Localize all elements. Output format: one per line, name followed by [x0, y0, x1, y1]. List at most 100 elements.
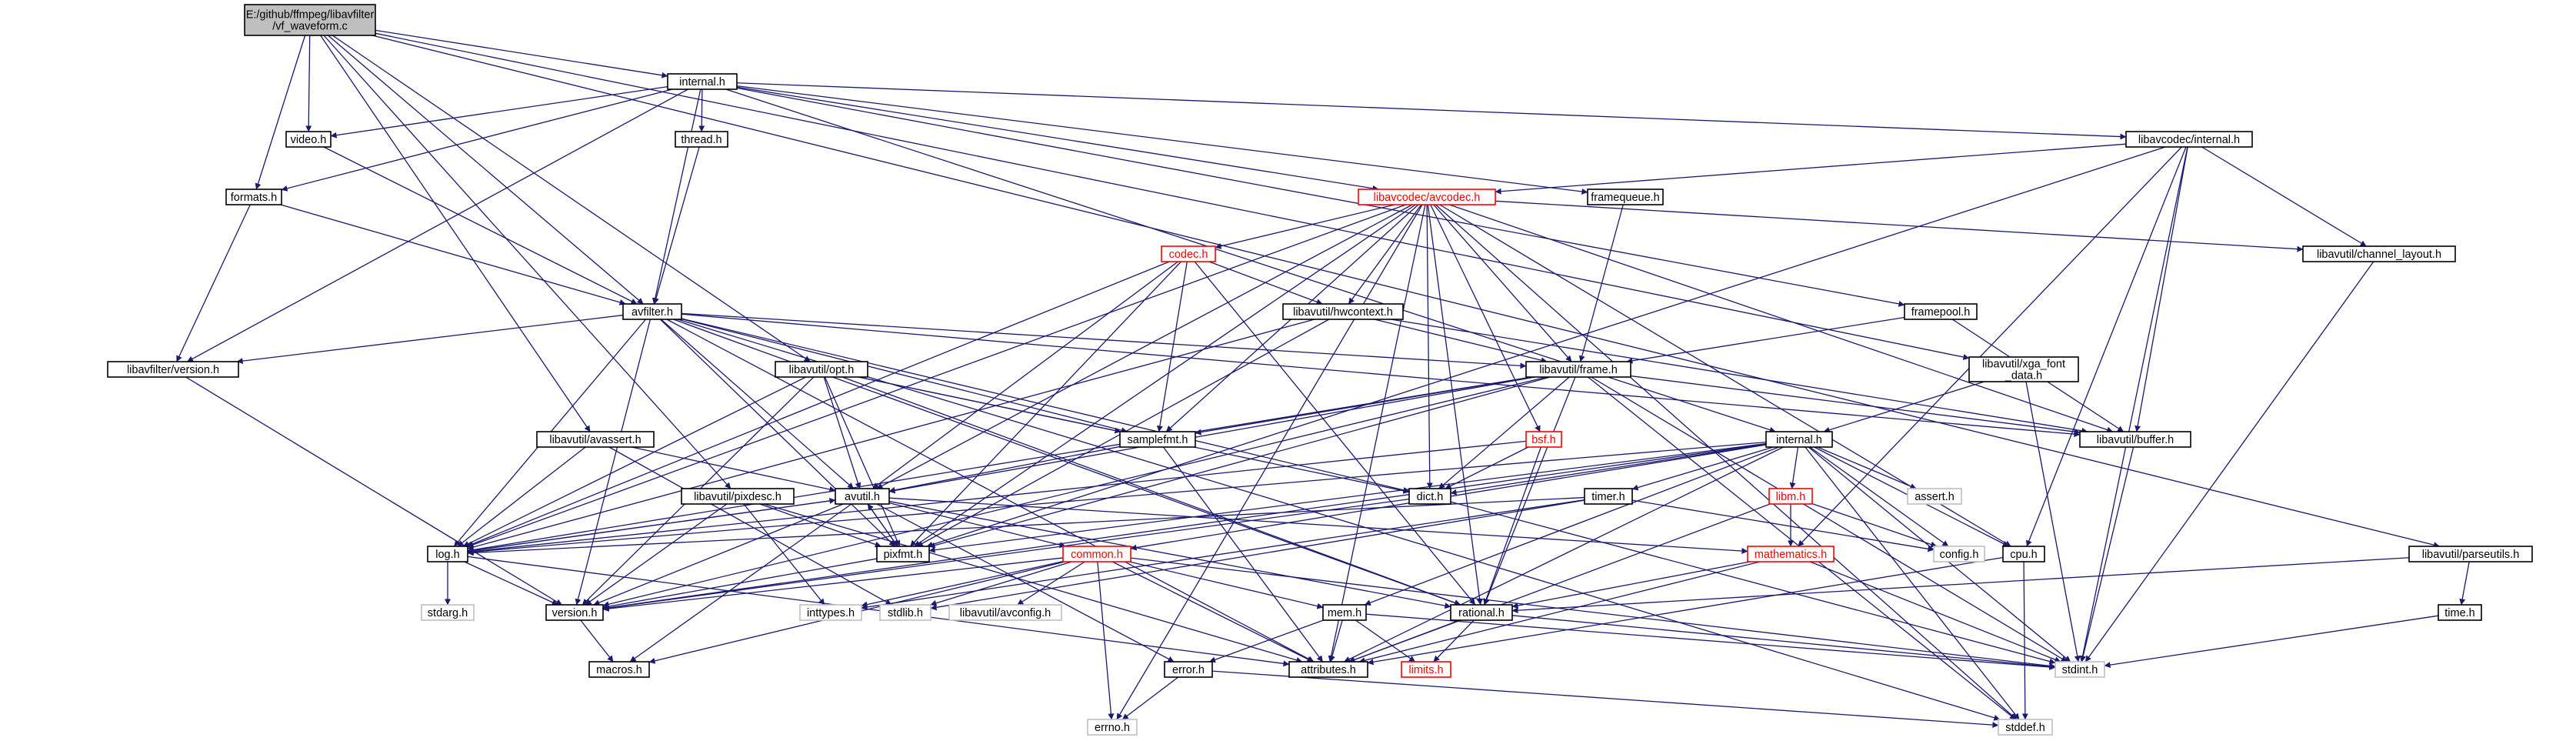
node-label: libavutil/avassert.h — [549, 434, 641, 446]
node-box — [948, 604, 1062, 621]
edge-framequeue_h-to-frame_h — [1578, 204, 1624, 362]
node-samplefmt-h[interactable]: samplefmt.h — [1119, 431, 1196, 448]
node-framequeue-h[interactable]: framequeue.h — [1587, 189, 1664, 205]
node-log-h[interactable]: log.h — [427, 546, 468, 562]
node-version-h[interactable]: version.h — [545, 604, 604, 621]
edge-avfilter_h-to-pixfmt_h — [659, 319, 896, 547]
node-root[interactable]: E:/github/ffmpeg/libavfilter/vf_waveform… — [244, 4, 376, 36]
node-bsf-h[interactable]: bsf.h — [1525, 431, 1562, 448]
node-channel-layout-h[interactable]: libavutil/channel_layout.h — [2302, 245, 2456, 262]
node-box — [1765, 431, 1833, 448]
edge-util_internal_h-to-attributes_h — [1344, 446, 1784, 663]
node-errno-h[interactable]: errno.h — [1087, 719, 1138, 736]
edge-internal_h-to-formats_h — [281, 88, 673, 192]
node-avassert-h[interactable]: libavutil/avassert.h — [536, 431, 655, 448]
edge-avcodec_internal_h-to-avcodec_h — [1495, 143, 2127, 195]
node-label: mathematics.h — [1755, 549, 1827, 561]
node-mathematics-h[interactable]: mathematics.h — [1747, 546, 1835, 562]
edge-util_internal_h-to-pixfmt_h — [928, 442, 1767, 553]
edge-avassert_h-to-log_h — [457, 446, 586, 547]
node-pixfmt-h[interactable]: pixfmt.h — [876, 546, 930, 562]
edge-pixdesc_h-to-attributes_h — [763, 503, 1303, 663]
node-avcodec-internal-h[interactable]: libavcodec/internal.h — [2125, 131, 2253, 148]
node-label: assert.h — [1915, 491, 1954, 503]
node-macros-h[interactable]: macros.h — [588, 661, 650, 678]
node-formats-h[interactable]: formats.h — [225, 189, 282, 205]
node-stdarg-h[interactable]: stdarg.h — [421, 604, 475, 621]
node-cpu-h[interactable]: cpu.h — [2002, 546, 2045, 562]
edge-version_h-to-macros_h — [580, 619, 614, 663]
node-label: attributes.h — [1301, 664, 1356, 676]
node-label: libavcodec/internal.h — [2138, 134, 2240, 146]
edge-codec_h-to-samplefmt_h — [1156, 261, 1188, 432]
edge-avcodec_h-to-avutil_h — [876, 204, 1413, 489]
node-box — [2002, 546, 2045, 562]
edge-libm_h-to-config_h — [1811, 502, 1938, 548]
node-avcodec-h[interactable]: libavcodec/avcodec.h — [1358, 189, 1496, 205]
node-frame-h[interactable]: libavutil/frame.h — [1525, 361, 1631, 378]
edge-mem_h-to-attributes_h — [1329, 619, 1343, 663]
node-error-h[interactable]: error.h — [1164, 661, 1213, 678]
node-hwcontext-h[interactable]: libavutil/hwcontext.h — [1282, 303, 1404, 320]
node-assert-h[interactable]: assert.h — [1907, 488, 1962, 505]
node-limits-h[interactable]: limits.h — [1401, 661, 1451, 678]
node-filter-version-h[interactable]: libavfilter/version.h — [107, 361, 239, 378]
node-video-h[interactable]: video.h — [285, 131, 332, 148]
node-box — [1408, 488, 1451, 505]
node-util-internal-h[interactable]: internal.h — [1765, 431, 1833, 448]
node-opt-h[interactable]: libavutil/opt.h — [775, 361, 868, 378]
edge-avcodec_h-to-errno_h — [1116, 204, 1423, 720]
node-box — [1587, 189, 1664, 205]
edge-rational_h-to-attributes_h — [1348, 619, 1461, 663]
node-avconfig-h[interactable]: libavutil/avconfig.h — [948, 604, 1062, 621]
node-box — [427, 546, 468, 562]
node-rational-h[interactable]: rational.h — [1450, 604, 1513, 621]
edge-cpu_h-to-attributes_h — [1367, 556, 2004, 666]
node-buffer-h[interactable]: libavutil/buffer.h — [2079, 431, 2191, 448]
node-xga-font-h[interactable]: libavutil/xga_font_data.h — [1968, 356, 2079, 382]
edge-avfilter_h-to-attributes_h — [666, 319, 1315, 663]
node-attributes-h[interactable]: attributes.h — [1288, 661, 1368, 678]
node-dict-h[interactable]: dict.h — [1408, 488, 1451, 505]
edge-avcodec_h-to-bsf_h — [1430, 204, 1541, 432]
node-framepool-h[interactable]: framepool.h — [1904, 303, 1978, 320]
edge-avcodec_h-to-log_h — [467, 204, 1406, 548]
node-pixdesc-h[interactable]: libavutil/pixdesc.h — [681, 488, 795, 505]
node-stdint-h[interactable]: stdint.h — [2054, 661, 2105, 678]
node-libm-h[interactable]: libm.h — [1768, 488, 1813, 505]
node-config-h[interactable]: config.h — [1933, 546, 1985, 562]
edge-avcodec_h-to-channel_layout_h — [1495, 200, 2304, 252]
edge-root-to-pixdesc_h — [323, 35, 731, 489]
edge-mem_h-to-limits_h — [1355, 619, 1416, 663]
edge-dict_h-to-version_h — [602, 499, 1410, 611]
node-parseutils-h[interactable]: libavutil/parseutils.h — [2408, 546, 2533, 562]
node-box — [2408, 546, 2533, 562]
node-time-h[interactable]: time.h — [2438, 604, 2482, 621]
edge-common_h-to-inttypes_h — [861, 561, 1064, 608]
node-codec-h[interactable]: codec.h — [1161, 245, 1216, 262]
node-box — [1119, 431, 1196, 448]
node-avutil-h[interactable]: avutil.h — [835, 488, 890, 505]
node-avfilter-h[interactable]: avfilter.h — [622, 303, 682, 320]
node-stdlib-h[interactable]: stdlib.h — [879, 604, 931, 621]
node-label: libavutil/hwcontext.h — [1293, 306, 1393, 319]
edge-framepool_h-to-frame_h — [1626, 316, 1905, 364]
edge-log_h-to-avutil_h — [467, 497, 836, 552]
node-box — [1401, 661, 1451, 678]
node-label: libavutil/frame.h — [1539, 364, 1618, 376]
edge-avfilter_h-to-frame_h — [681, 312, 1527, 369]
node-box — [876, 546, 930, 562]
node-timer-h[interactable]: timer.h — [1584, 488, 1633, 505]
node-thread-h[interactable]: thread.h — [675, 131, 728, 148]
edge-root-to-formats_h — [255, 35, 306, 190]
node-inttypes-h[interactable]: inttypes.h — [799, 604, 862, 621]
edge-frame_h-to-stdint_h — [1591, 376, 2068, 663]
node-common-h[interactable]: common.h — [1062, 546, 1131, 562]
node-mem-h[interactable]: mem.h — [1322, 604, 1367, 621]
node-internal-h[interactable]: internal.h — [667, 73, 738, 90]
edge-util_internal_h-to-libm_h — [1789, 446, 1799, 489]
edge-bsf_h-to-rational_h — [1483, 446, 1542, 606]
node-box — [1525, 431, 1562, 448]
node-stddef-h[interactable]: stddef.h — [1998, 719, 2053, 736]
